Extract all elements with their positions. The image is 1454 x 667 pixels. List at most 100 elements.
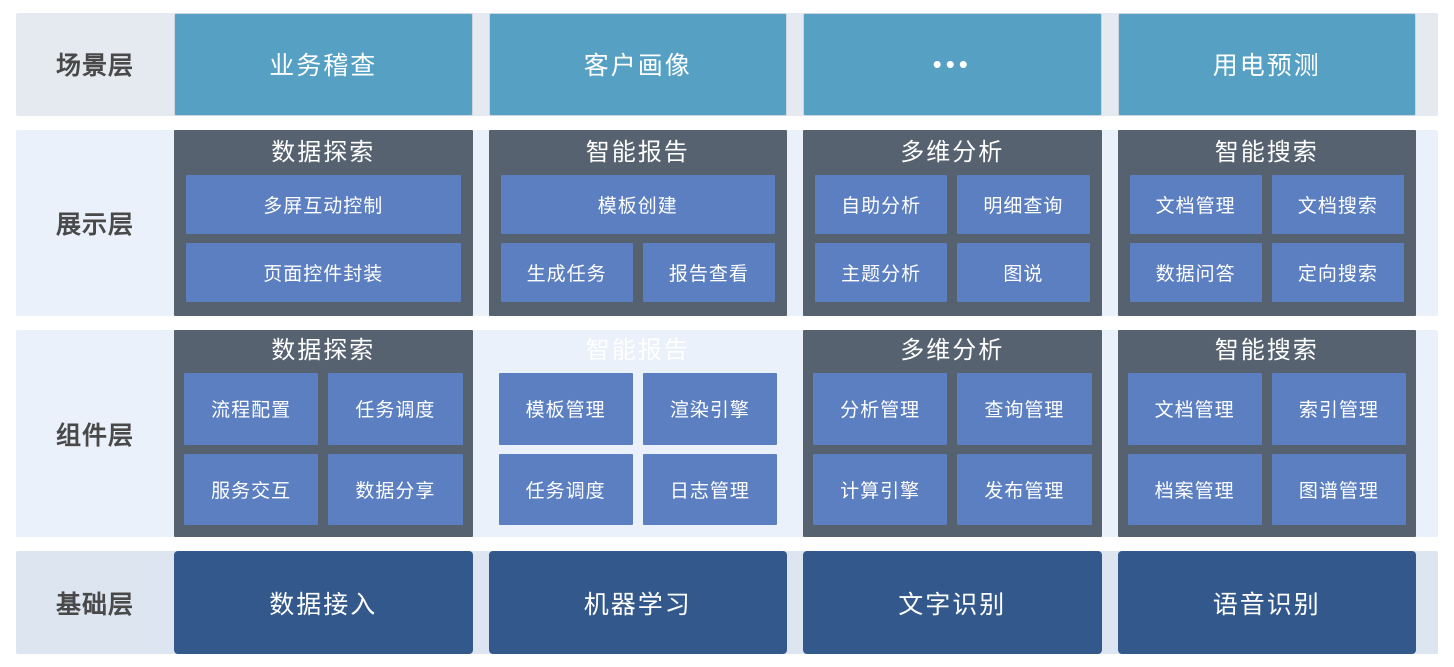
module-chip[interactable]: 索引管理 — [1271, 372, 1406, 445]
module-chip[interactable]: 渲染引擎 — [642, 372, 777, 445]
module-chip[interactable]: 任务调度 — [328, 372, 463, 445]
module-chip[interactable]: 分析管理 — [813, 372, 948, 445]
module-chip[interactable]: 模板创建 — [500, 175, 775, 235]
chip-row: 档案管理 图谱管理 — [1127, 453, 1406, 526]
base-column: 语音识别 — [1117, 551, 1416, 654]
module-title: 多维分析 — [900, 337, 1005, 365]
layer-columns-component: 数据探索 流程配置 任务调度 服务交互 数据分享 智能 — [174, 330, 1438, 538]
chip-row: 主题分析 图说 — [815, 243, 1090, 303]
layer-label-presentation: 展示层 — [55, 210, 134, 239]
module-chip-rows: 自助分析 明细查询 主题分析 图说 — [815, 175, 1090, 303]
chip-row: 流程配置 任务调度 — [184, 372, 463, 445]
chip-row: 生成任务 报告查看 — [500, 243, 775, 303]
chip-row: 模板管理 渲染引擎 — [498, 372, 777, 445]
module-chip[interactable]: 文档管理 — [1127, 372, 1262, 445]
chip-row: 页面控件封装 — [186, 243, 461, 303]
layer-row-base: 基础层 数据接入 机器学习 文字识别 语音识别 — [16, 551, 1438, 654]
base-tile-3[interactable]: 文字识别 — [803, 551, 1102, 654]
module-chip[interactable]: 模板管理 — [498, 372, 633, 445]
presentation-column: 数据探索 多屏互动控制 页面控件封装 — [174, 129, 473, 317]
module-title: 智能报告 — [585, 138, 690, 166]
component-column: 数据探索 流程配置 任务调度 服务交互 数据分享 — [174, 330, 473, 538]
module-chip[interactable]: 页面控件封装 — [186, 243, 461, 303]
module-multidim-analysis[interactable]: 多维分析 自助分析 明细查询 主题分析 图说 — [803, 129, 1102, 317]
module-chip[interactable]: 发布管理 — [957, 453, 1092, 526]
layer-label-component: 组件层 — [55, 421, 134, 450]
base-column: 机器学习 — [488, 551, 787, 654]
component-column: 智能搜索 文档管理 索引管理 档案管理 图谱管理 — [1117, 330, 1416, 538]
module-chip[interactable]: 计算引擎 — [813, 453, 948, 526]
chip-row: 文档管理 文档搜索 — [1129, 175, 1404, 235]
chip-row: 任务调度 日志管理 — [498, 453, 777, 526]
layer-columns-base: 数据接入 机器学习 文字识别 语音识别 — [174, 551, 1438, 654]
module-title: 智能搜索 — [1214, 138, 1319, 166]
module-chip[interactable]: 报告查看 — [642, 243, 775, 303]
module-chip-rows: 文档管理 索引管理 档案管理 图谱管理 — [1127, 372, 1406, 526]
base-column: 数据接入 — [174, 551, 473, 654]
module-chip-rows: 模板创建 生成任务 报告查看 — [500, 175, 775, 303]
module-chip[interactable]: 服务交互 — [184, 453, 319, 526]
chip-row: 计算引擎 发布管理 — [813, 453, 1092, 526]
module-chip[interactable]: 文档管理 — [1129, 175, 1262, 235]
chip-row: 模板创建 — [500, 175, 775, 235]
layer-label-base: 基础层 — [55, 590, 134, 619]
module-title: 多维分析 — [900, 138, 1005, 166]
module-chip-rows: 分析管理 查询管理 计算引擎 发布管理 — [813, 372, 1092, 526]
chip-row: 自助分析 明细查询 — [815, 175, 1090, 235]
chip-row: 服务交互 数据分享 — [184, 453, 463, 526]
chip-row: 分析管理 查询管理 — [813, 372, 1092, 445]
module-chip[interactable]: 数据分享 — [328, 453, 463, 526]
module-chip[interactable]: 多屏互动控制 — [186, 175, 461, 235]
chip-row: 数据问答 定向搜索 — [1129, 243, 1404, 303]
module-intelligent-search[interactable]: 智能搜索 文档管理 文档搜索 数据问答 定向搜索 — [1117, 129, 1416, 317]
module-chip[interactable]: 日志管理 — [642, 453, 777, 526]
module-chip[interactable]: 查询管理 — [957, 372, 1092, 445]
base-tile-4[interactable]: 语音识别 — [1117, 551, 1416, 654]
scenario-tile-2[interactable]: 客户画像 — [488, 13, 787, 116]
module-multidim-analysis[interactable]: 多维分析 分析管理 查询管理 计算引擎 发布管理 — [803, 330, 1102, 538]
base-tile-1[interactable]: 数据接入 — [174, 551, 473, 654]
scenario-tile-more[interactable]: ••• — [803, 13, 1102, 116]
module-chip[interactable]: 流程配置 — [184, 372, 319, 445]
module-chip[interactable]: 明细查询 — [957, 175, 1090, 235]
presentation-column: 智能搜索 文档管理 文档搜索 数据问答 定向搜索 — [1117, 129, 1416, 317]
scenario-tile-4[interactable]: 用电预测 — [1117, 13, 1416, 116]
module-intelligent-report[interactable]: 智能报告 模板创建 生成任务 报告查看 — [488, 129, 787, 317]
component-column: 多维分析 分析管理 查询管理 计算引擎 发布管理 — [803, 330, 1102, 538]
layer-row-scenario: 场景层 业务稽查 客户画像 ••• 用电预测 — [16, 13, 1438, 116]
layer-columns-scenario: 业务稽查 客户画像 ••• 用电预测 — [174, 13, 1438, 116]
layer-row-presentation: 展示层 数据探索 多屏互动控制 页面控件封装 — [16, 129, 1438, 317]
module-chip[interactable]: 生成任务 — [500, 243, 633, 303]
module-chip[interactable]: 档案管理 — [1127, 453, 1262, 526]
module-chip[interactable]: 图谱管理 — [1271, 453, 1406, 526]
module-chip[interactable]: 图说 — [957, 243, 1090, 303]
module-chip[interactable]: 任务调度 — [498, 453, 633, 526]
component-column: 智能报告 模板管理 渲染引擎 任务调度 日志管理 — [489, 330, 788, 537]
layer-row-component: 组件层 数据探索 流程配置 任务调度 服务交互 数据分享 — [16, 330, 1438, 538]
base-column: 文字识别 — [803, 551, 1102, 654]
module-title: 智能报告 — [585, 337, 690, 365]
module-intelligent-search[interactable]: 智能搜索 文档管理 索引管理 档案管理 图谱管理 — [1117, 330, 1416, 538]
scenario-tile-1[interactable]: 业务稽查 — [174, 13, 473, 116]
module-chip[interactable]: 自助分析 — [815, 175, 948, 235]
scenario-column: 业务稽查 — [174, 13, 473, 116]
layer-label-scenario: 场景层 — [55, 52, 134, 81]
module-chip-rows: 文档管理 文档搜索 数据问答 定向搜索 — [1129, 175, 1404, 303]
module-title: 智能搜索 — [1214, 337, 1319, 365]
module-data-exploration[interactable]: 数据探索 多屏互动控制 页面控件封装 — [174, 129, 473, 317]
module-chip[interactable]: 主题分析 — [815, 243, 948, 303]
scenario-column: 客户画像 — [488, 13, 787, 116]
module-data-exploration[interactable]: 数据探索 流程配置 任务调度 服务交互 数据分享 — [174, 330, 473, 538]
module-chip-rows: 模板管理 渲染引擎 任务调度 日志管理 — [498, 372, 777, 526]
module-chip[interactable]: 文档搜索 — [1271, 175, 1404, 235]
chip-row: 文档管理 索引管理 — [1127, 372, 1406, 445]
module-chip[interactable]: 定向搜索 — [1271, 243, 1404, 303]
module-chip[interactable]: 数据问答 — [1129, 243, 1262, 303]
presentation-column: 智能报告 模板创建 生成任务 报告查看 — [488, 129, 787, 317]
layer-columns-presentation: 数据探索 多屏互动控制 页面控件封装 智能报告 — [174, 129, 1438, 317]
module-intelligent-report[interactable]: 智能报告 模板管理 渲染引擎 任务调度 日志管理 — [489, 330, 788, 537]
module-chip-rows: 流程配置 任务调度 服务交互 数据分享 — [184, 372, 463, 526]
base-tile-2[interactable]: 机器学习 — [488, 551, 787, 654]
module-title: 数据探索 — [271, 337, 376, 365]
chip-row: 多屏互动控制 — [186, 175, 461, 235]
